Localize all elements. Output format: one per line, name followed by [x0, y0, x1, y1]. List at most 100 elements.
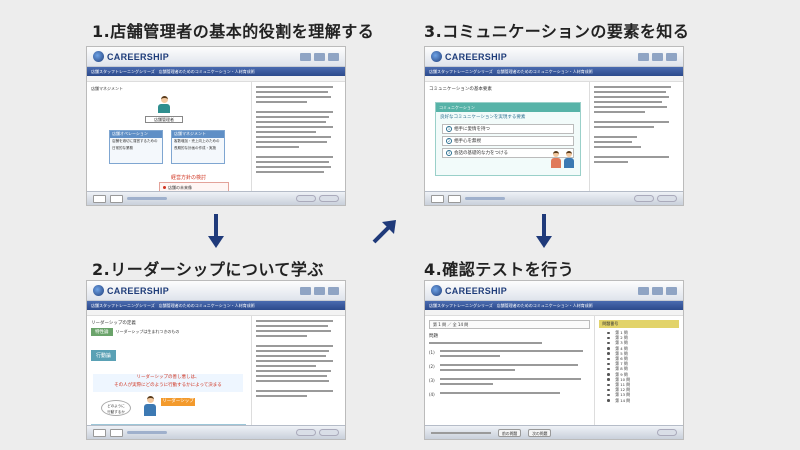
course-nav: 店舗スタッフトレーニングシリーズ 店舗管理者のためのコミュニケーション・人材育成… — [425, 67, 683, 76]
arrow-down-icon — [536, 214, 552, 248]
breadcrumb — [87, 76, 345, 82]
prev-page-button[interactable] — [296, 429, 316, 436]
question-link[interactable]: 第 9 問 — [599, 372, 679, 377]
section-title: コミュニケーションの基本要素 — [429, 87, 492, 92]
step-1-title: 1.店舗管理者の基本的役割を理解する — [92, 22, 375, 41]
question-counter: 第 1 問 ／ 全 14 問 — [429, 320, 591, 329]
question-list: 問題番号 第 1 問 第 2 問 第 3 問 第 4 問 第 5 問 第 6 問… — [595, 316, 683, 425]
answer-option[interactable]: (4) — [429, 392, 590, 397]
question-label: 問題 — [429, 334, 438, 339]
question-link[interactable]: 第 13 問 — [599, 392, 679, 397]
next-page-button[interactable] — [319, 195, 339, 202]
next-page-button[interactable] — [319, 429, 339, 436]
step-3-title: 3.コミュニケーションの要素を知る — [424, 22, 690, 41]
next-page-button[interactable] — [657, 195, 677, 202]
pause-button[interactable] — [448, 194, 461, 203]
next-question-button[interactable]: 次の問題 — [528, 428, 552, 437]
help-icon[interactable] — [314, 52, 325, 61]
screenshot-panel-4: CAREERSHIP 店舗スタッフトレーニングシリーズ 店舗管理者のためのコミュ… — [424, 280, 684, 440]
question-link[interactable]: 第 5 問 — [599, 351, 679, 356]
trait-theory-label: 特性論 — [91, 328, 113, 336]
audio-button[interactable] — [431, 194, 444, 203]
leadership-banner: リーダーシップの善し悪しは、 その人が実際にどのように行動するかによって決まる — [93, 374, 243, 392]
answer-option[interactable]: (1) — [429, 350, 590, 360]
behavior-theory-label: 行動論 — [91, 350, 117, 361]
section-title: 店舗マネジメント — [91, 86, 123, 91]
careership-logo: CAREERSHIP — [93, 285, 169, 296]
help-icon[interactable] — [314, 286, 325, 295]
leader-figure — [143, 396, 157, 418]
app-header: CAREERSHIP — [425, 281, 683, 301]
careership-logo: CAREERSHIP — [431, 51, 507, 62]
help-icon[interactable] — [652, 286, 663, 295]
audio-button[interactable] — [93, 428, 106, 437]
question-link[interactable]: 第 7 問 — [599, 361, 679, 366]
question-link[interactable]: 第 11 問 — [599, 382, 679, 387]
close-icon[interactable] — [666, 52, 677, 61]
close-icon[interactable] — [328, 286, 339, 295]
audio-button[interactable] — [93, 194, 106, 203]
progress-slider[interactable] — [127, 197, 167, 200]
menu-icon[interactable] — [300, 286, 311, 295]
close-icon[interactable] — [328, 52, 339, 61]
help-icon[interactable] — [652, 52, 663, 61]
logo-icon — [431, 51, 442, 62]
menu-icon[interactable] — [300, 52, 311, 61]
arrow-up-right-icon — [372, 220, 396, 244]
trait-theory-text: リーダーシップは生まれつきのもの — [115, 329, 180, 334]
pause-button[interactable] — [110, 428, 123, 437]
logo-icon — [93, 285, 104, 296]
screenshot-panel-3: CAREERSHIP 店舗スタッフトレーニングシリーズ 店舗管理者のためのコミュ… — [424, 46, 684, 206]
question-link[interactable]: 第 12 問 — [599, 387, 679, 392]
leadership-tag: リーダーシップ — [161, 398, 195, 406]
menu-icon[interactable] — [638, 52, 649, 61]
answer-option[interactable]: (3) — [429, 378, 590, 388]
narration-text — [252, 316, 345, 425]
test-controls: 前の問題 次の問題 — [425, 425, 683, 439]
action-bubble: どのように 行動するか — [101, 400, 131, 416]
screenshot-panel-1: CAREERSHIP 店舗スタッフトレーニングシリーズ 店舗管理者のためのコミュ… — [86, 46, 346, 206]
progress-slider[interactable] — [465, 197, 505, 200]
app-header: CAREERSHIP — [87, 47, 345, 67]
app-header: CAREERSHIP — [87, 281, 345, 301]
breadcrumb — [87, 310, 345, 316]
question-link[interactable]: 第 4 問 — [599, 346, 679, 351]
prev-page-button[interactable] — [634, 195, 654, 202]
question-link[interactable]: 第 8 問 — [599, 366, 679, 371]
question-link[interactable]: 第 10 問 — [599, 377, 679, 382]
question-link[interactable]: 第 2 問 — [599, 335, 679, 340]
manager-label: 店舗管理者 — [145, 116, 183, 123]
prev-question-button[interactable]: 前の問題 — [498, 428, 522, 437]
player-controls — [87, 191, 345, 205]
pause-button[interactable] — [110, 194, 123, 203]
question-link[interactable]: 第 1 問 — [599, 330, 679, 335]
prev-page-button[interactable] — [296, 195, 316, 202]
answer-option[interactable]: (2) — [429, 364, 590, 374]
narration-text — [590, 82, 683, 191]
question-link[interactable]: 第 3 問 — [599, 340, 679, 345]
player-controls — [425, 191, 683, 205]
policy-title: 経営方針の検討 — [171, 175, 207, 181]
slide-area: コミュニケーションの基本要素 コミュニケーション 良好なコミュニケーションを実現… — [425, 82, 591, 191]
management-box: 店舗マネジメント 客数増加・売上向上のための 長期的な計画の作成・実施 — [171, 130, 225, 164]
question-link[interactable]: 第 14 問 — [599, 398, 679, 403]
slide-area: リーダーシップの定義 特性論 リーダーシップは生まれつきのもの 行動論 リーダー… — [87, 316, 253, 433]
finish-button[interactable] — [657, 429, 677, 436]
course-nav: 店舗スタッフトレーニングシリーズ 店舗管理者のためのコミュニケーション・人材育成… — [425, 301, 683, 310]
arrow-down-icon — [208, 214, 224, 248]
progress-slider[interactable] — [127, 431, 167, 434]
step-2-title: 2.リーダーシップについて学ぶ — [92, 260, 324, 279]
menu-icon[interactable] — [638, 286, 649, 295]
question-area: 第 1 問 ／ 全 14 問 問題 (1) (2) (3) (4) — [425, 316, 596, 425]
slide-area: 店舗マネジメント 店舗管理者 店舗オペレーション 店舗を適切に運営するための 日… — [87, 82, 253, 200]
question-link[interactable]: 第 6 問 — [599, 356, 679, 361]
logo-icon — [431, 285, 442, 296]
app-header: CAREERSHIP — [425, 47, 683, 67]
manager-figure — [157, 96, 171, 114]
close-icon[interactable] — [666, 286, 677, 295]
screenshot-panel-2: CAREERSHIP 店舗スタッフトレーニングシリーズ 店舗管理者のためのコミュ… — [86, 280, 346, 440]
question-list-header: 問題番号 — [599, 320, 679, 328]
